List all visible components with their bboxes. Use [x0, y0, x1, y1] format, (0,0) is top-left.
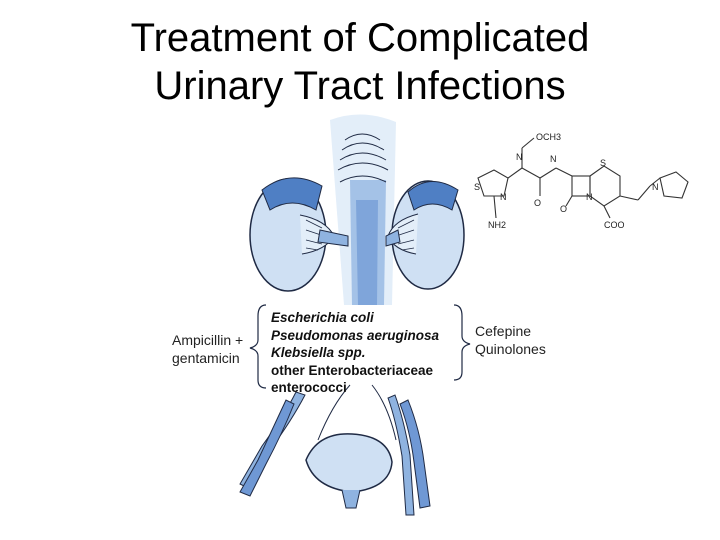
left-treatment-line-1: Ampicillin + [172, 332, 244, 348]
mol-n-lactam-label: N [586, 192, 593, 202]
mol-o-amide-label: O [534, 198, 541, 208]
lower-vessels [239, 384, 431, 516]
mol-n-plus-label: N [652, 182, 659, 192]
slide-title: Treatment of Complicated Urinary Tract I… [0, 14, 720, 110]
organism-pseudomonas: Pseudomonas aeruginosa [271, 327, 440, 343]
left-kidney [249, 177, 349, 292]
mol-s-ring-label: S [600, 158, 606, 168]
organism-klebsiella: Klebsiella spp. [271, 345, 366, 360]
mol-och3-label: OCH3 [536, 132, 561, 142]
organism-escherichia: Escherichia coli [271, 310, 374, 325]
aorta-core [356, 200, 378, 305]
right-treatment-label: Cefepine Quinolones [475, 322, 546, 358]
left-bracket [249, 304, 267, 389]
right-bracket [453, 304, 471, 381]
organism-enterobacteriaceae: other Enterobacteriaceae [271, 362, 434, 378]
anatomy-drawing [239, 114, 471, 516]
mol-coo-label: COO [604, 220, 625, 230]
mol-o-lactam-label: O [560, 204, 567, 214]
organism-list: Escherichia coli Pseudomonas aeruginosa … [271, 309, 439, 397]
right-treatment-line-1: Cefepine [475, 323, 532, 339]
title-line-1: Treatment of Complicated [130, 16, 590, 60]
mol-n-thiazole-label: N [500, 192, 507, 202]
molecule-labels: OCH3 N S N NH2 O N S N O COO N [474, 132, 659, 230]
right-treatment-line-2: Quinolones [475, 341, 546, 357]
left-treatment-label: Ampicillin + gentamicin [172, 331, 243, 367]
mol-s-thiazole-label: S [474, 182, 480, 192]
mol-n-oxime-label: N [516, 152, 523, 162]
mol-nh-label: N [550, 154, 557, 164]
cefepime-molecule [477, 137, 689, 219]
left-treatment-line-2: gentamicin [172, 350, 240, 366]
right-kidney [385, 180, 465, 290]
bladder [305, 433, 393, 509]
mol-nh2-label: NH2 [488, 220, 506, 230]
title-line-2: Urinary Tract Infections [154, 64, 566, 108]
organism-enterococci: enterococci [271, 380, 347, 395]
